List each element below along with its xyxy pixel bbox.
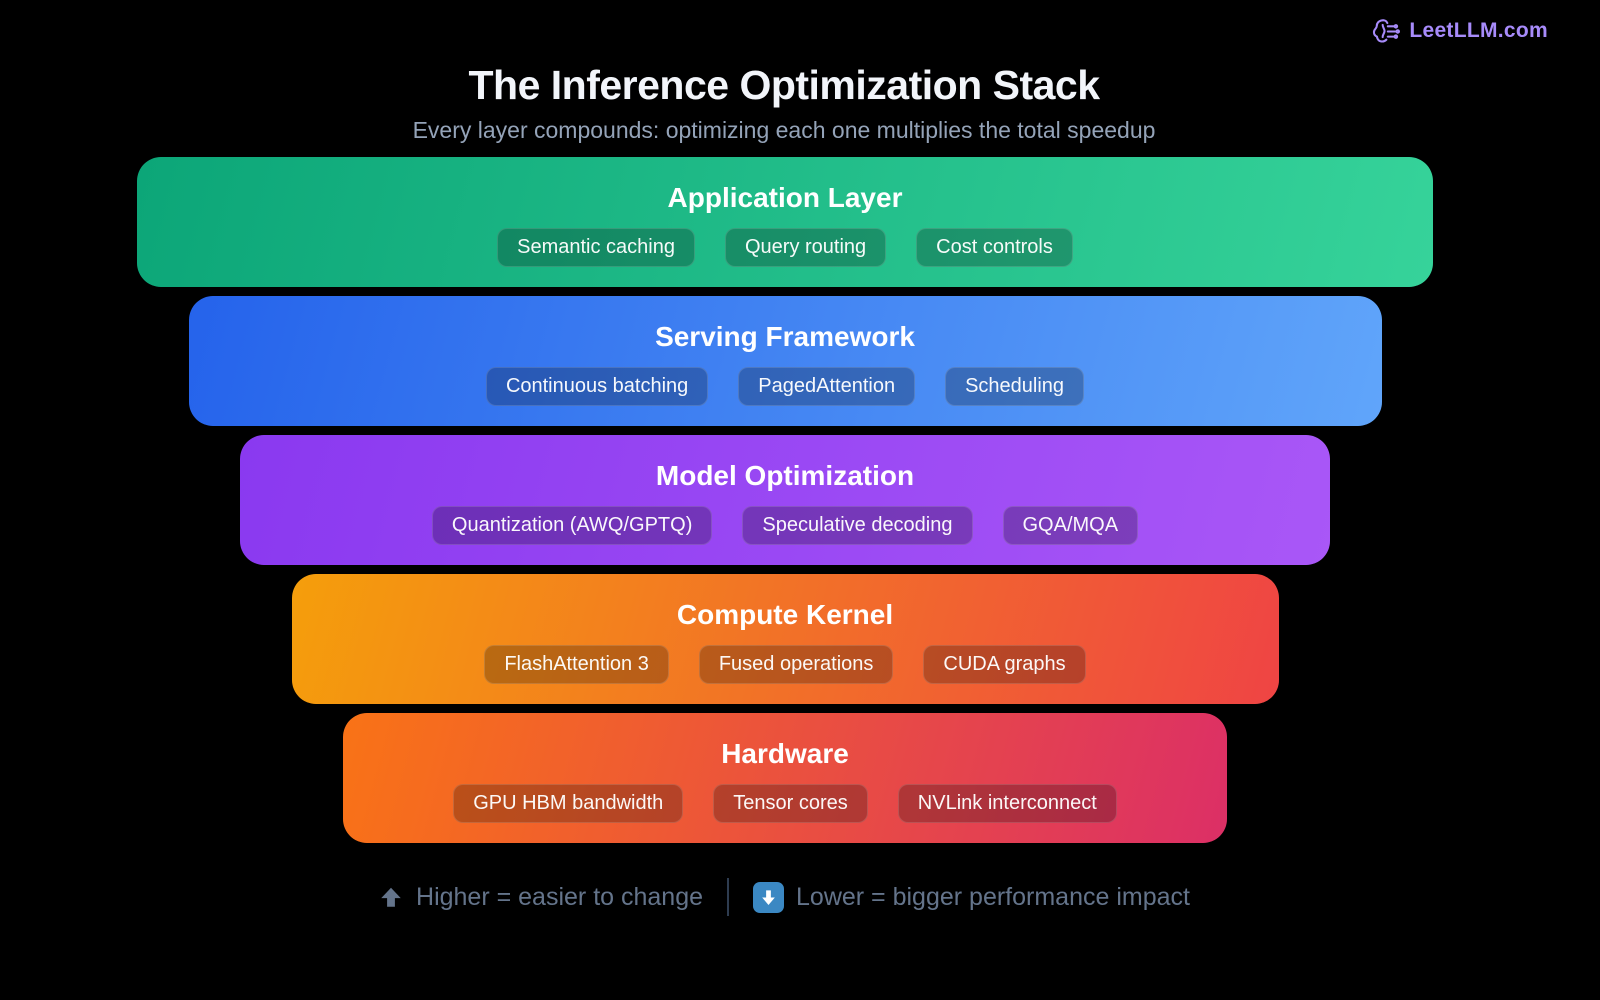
arrow-up-icon <box>381 887 401 907</box>
layer-tag-chip: Scheduling <box>945 367 1085 406</box>
arrow-down-icon <box>753 881 785 913</box>
layer-tags: Quantization (AWQ/GPTQ) Speculative decod… <box>431 506 1139 545</box>
header: The Inference Optimization Stack Every l… <box>0 62 1568 144</box>
layer-tag-chip: FlashAttention 3 <box>484 645 669 684</box>
stack-layer: Compute Kernel FlashAttention 3 Fused ope… <box>291 574 1279 704</box>
layer-tag-chip: PagedAttention <box>738 367 916 406</box>
legend-item-lower: Lower = bigger performance impact <box>753 881 1190 913</box>
layer-title: Serving Framework <box>655 321 915 352</box>
layer-tag-chip: NVLink interconnect <box>897 784 1117 823</box>
layer-tag-chip: Cost controls <box>916 228 1073 267</box>
layer-tag-chip: Query routing <box>724 228 887 267</box>
layer-tags: Semantic caching Query routing Cost contro… <box>497 228 1073 267</box>
layer-tag-chip: GQA/MQA <box>1002 506 1139 545</box>
stack-layer: Model Optimization Quantization (AWQ/GPT… <box>240 435 1330 565</box>
legend-item-higher: Higher = easier to change <box>378 883 703 912</box>
layer-title: Hardware <box>721 738 849 769</box>
legend: Higher = easier to change Lower = bigger… <box>0 878 1568 916</box>
layer-tag-chip: Continuous batching <box>485 367 709 406</box>
layer-title: Compute Kernel <box>676 599 894 630</box>
layer-tag-chip: Quantization (AWQ/GPTQ) <box>431 506 713 545</box>
brand-logo[interactable]: LeetLLM.com <box>1370 16 1548 46</box>
legend-higher-label: Higher = easier to change <box>416 882 704 911</box>
stack-layer: Application Layer Semantic caching Query … <box>137 157 1433 287</box>
layer-tag-chip: Tensor cores <box>713 784 868 823</box>
page-title: The Inference Optimization Stack <box>468 62 1100 108</box>
stack: Application Layer Semantic caching Query … <box>137 157 1433 852</box>
layer-tags: GPU HBM bandwidth Tensor cores NVLink inte… <box>453 784 1117 823</box>
layer-tag-chip: CUDA graphs <box>923 645 1086 684</box>
page-subtitle: Every layer compounds: optimizing each o… <box>412 117 1156 143</box>
brain-circuit-icon <box>1373 19 1401 43</box>
layer-title: Application Layer <box>667 182 903 213</box>
brand-name[interactable]: LeetLLM.com <box>1409 19 1548 42</box>
stack-layer: Hardware GPU HBM bandwidth Tensor cores NV… <box>343 713 1227 843</box>
layer-title: Model Optimization <box>655 460 915 491</box>
layer-tags: FlashAttention 3 Fused operations CUDA gra… <box>484 645 1086 684</box>
layer-tag-chip: Semantic caching <box>497 228 695 267</box>
layer-tag-chip: GPU HBM bandwidth <box>453 784 684 823</box>
legend-lower-label: Lower = bigger performance impact <box>796 882 1190 911</box>
layer-tag-chip: Fused operations <box>698 645 894 684</box>
layer-tags: Continuous batching PagedAttention Schedul… <box>485 367 1085 406</box>
layer-tag-chip: Speculative decoding <box>742 506 973 545</box>
legend-divider <box>727 878 730 916</box>
stack-layer: Serving Framework Continuous batching Pag… <box>188 296 1382 426</box>
